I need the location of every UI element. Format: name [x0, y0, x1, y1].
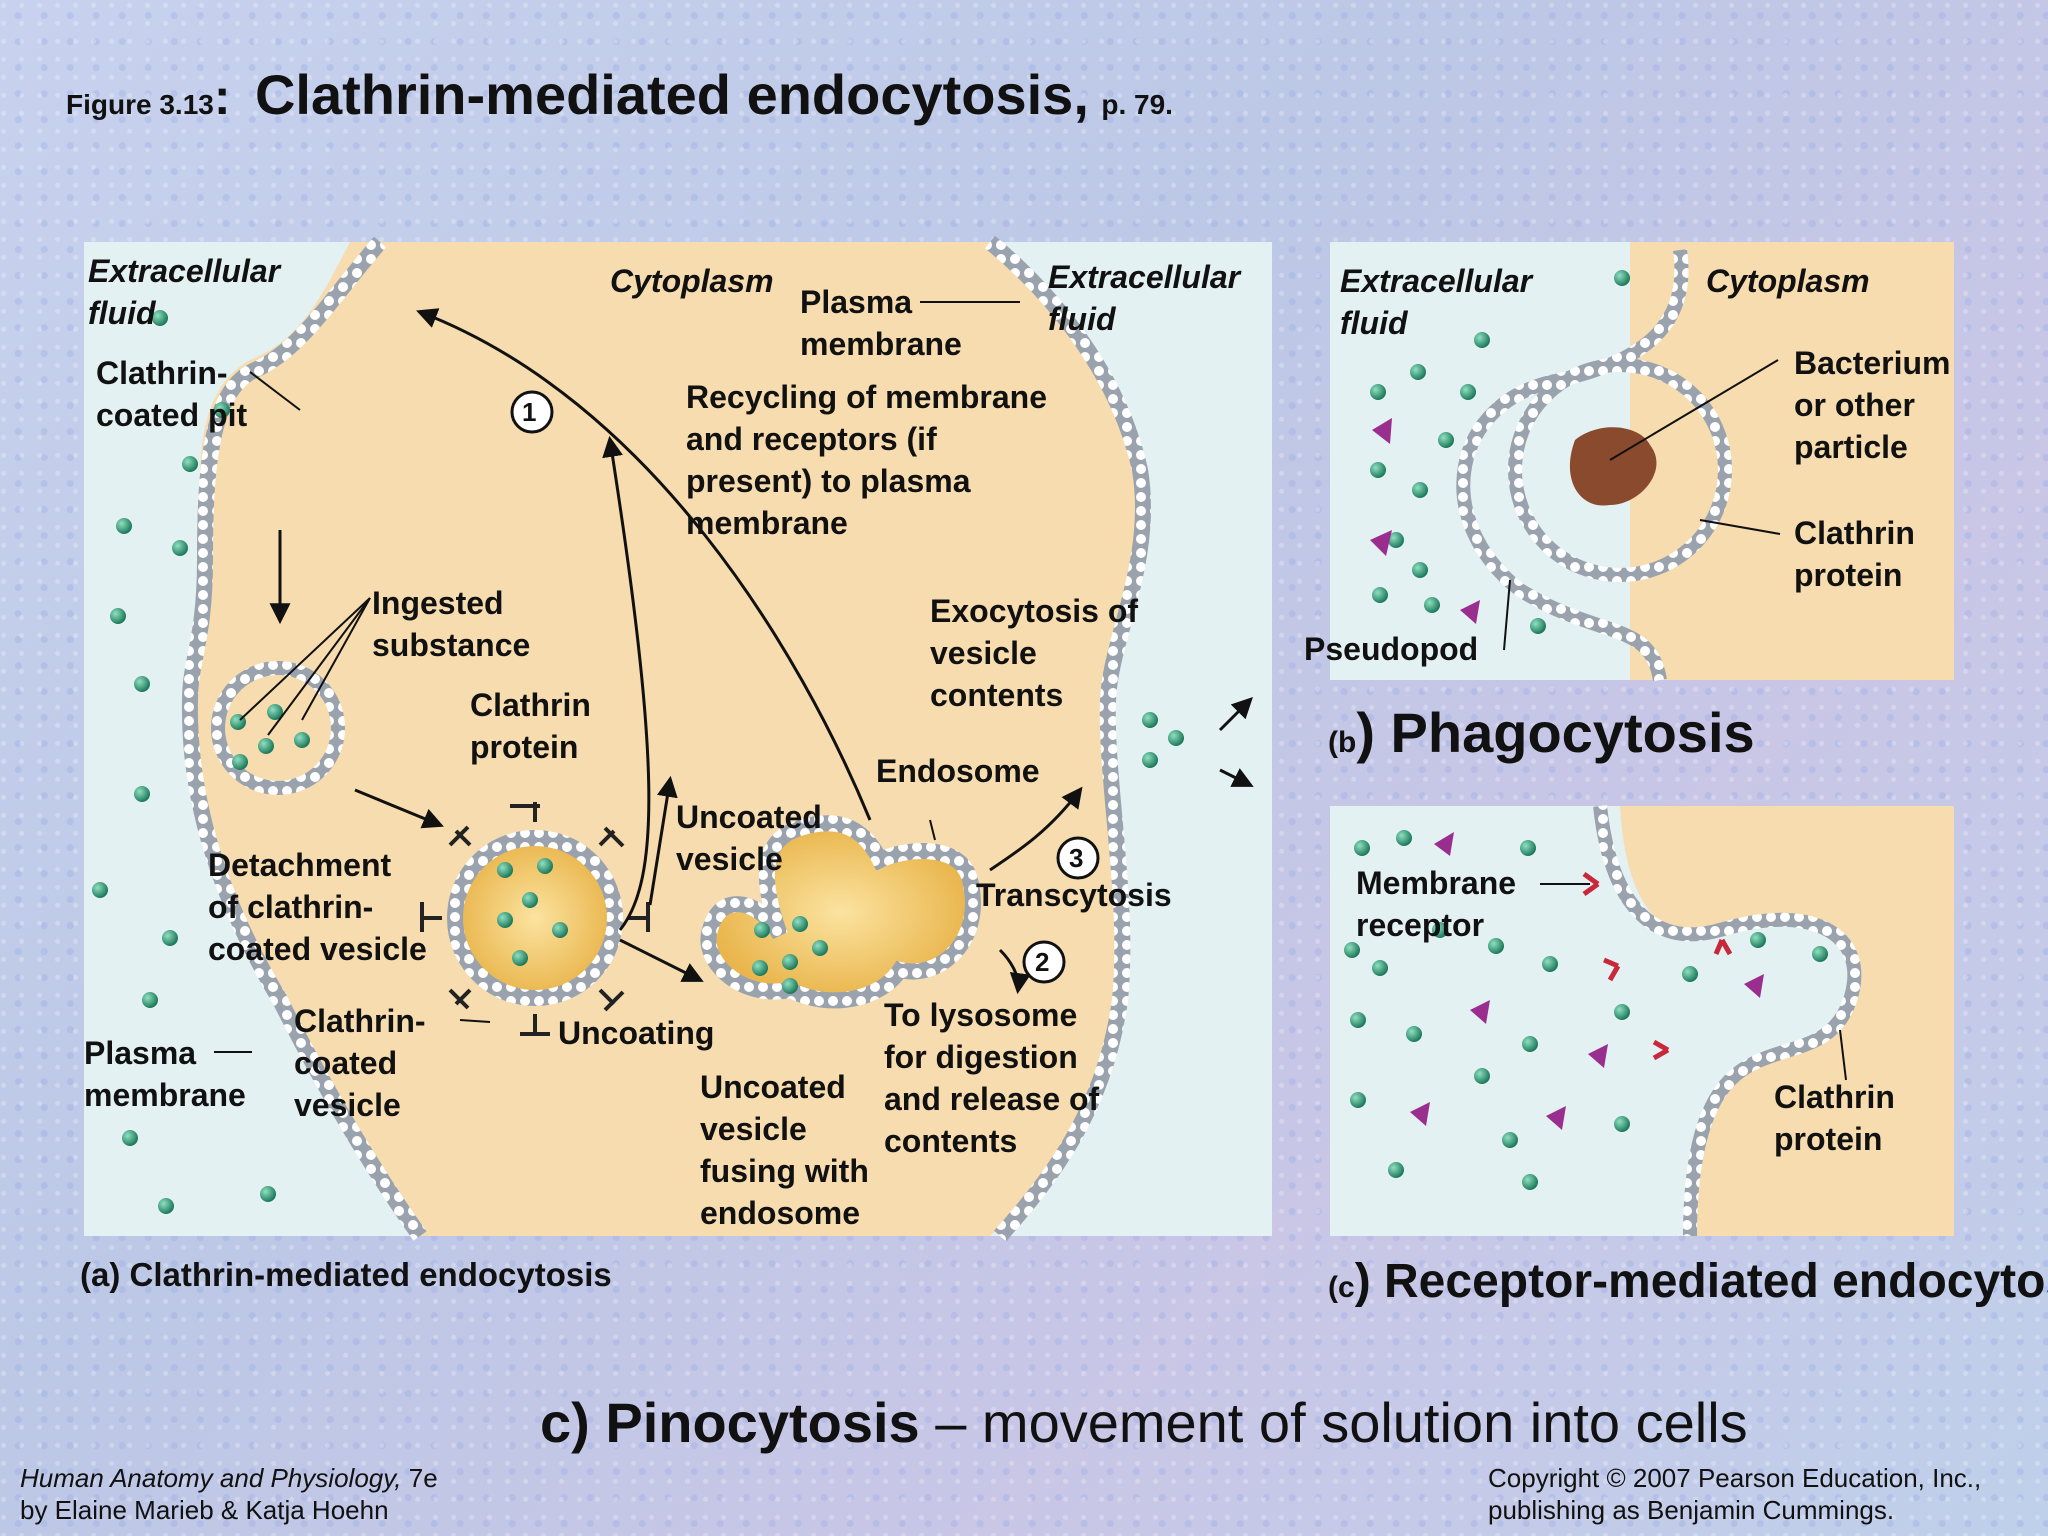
label-pseudopod: Pseudopod: [1304, 631, 1479, 667]
pinocytosis-heading-rest: – movement of solution into cells: [919, 1391, 1748, 1454]
footer-copyright-line1: Copyright © 2007 Pearson Education, Inc.…: [1488, 1463, 1982, 1493]
figure-number: Figure 3.13: [66, 89, 214, 120]
label-cytoplasm-a: Cytoplasm: [610, 263, 774, 299]
panel-c-graphic: [1330, 805, 1954, 1237]
label-exocytosis: Exocytosis of vesicle contents: [930, 593, 1139, 713]
label-clathrin-protein-b: Clathrin protein: [1794, 515, 1915, 593]
caption-panel-c-text: ) Receptor-mediated endocytosis: [1354, 1255, 2048, 1308]
pinocytosis-heading: c) Pinocytosis – movement of solution in…: [540, 1390, 1748, 1455]
footer-book-title: Human Anatomy and Physiology,: [20, 1463, 402, 1493]
label-bacterium: Bacterium or other particle: [1794, 345, 1951, 465]
label-clathrin-protein-a: Clathrin protein: [470, 687, 591, 765]
title-colon: :: [213, 69, 231, 125]
step-2-number: 2: [1035, 947, 1050, 977]
pinocytosis-heading-bold: c) Pinocytosis: [540, 1391, 920, 1454]
title-page: p. 79.: [1101, 89, 1173, 120]
label-cytoplasm-b: Cytoplasm: [1706, 263, 1870, 299]
caption-panel-a: (a) Clathrin-mediated endocytosis: [80, 1256, 612, 1293]
caption-panel-b-text: ) Phagocytosis: [1356, 701, 1755, 764]
label-lysosome: To lysosome for digestion and release of…: [884, 997, 1100, 1159]
caption-panel-c: (c) Receptor-mediated endocytosis: [1328, 1254, 2048, 1309]
step-3-number: 3: [1069, 843, 1084, 873]
caption-panel-b-letter: (b: [1328, 726, 1357, 759]
title-main: Clathrin-mediated endocytosis,: [254, 63, 1089, 126]
label-recycling: Recycling of membrane and receptors (if …: [686, 379, 1047, 541]
label-transcytosis: Transcytosis: [976, 877, 1172, 913]
caption-panel-c-letter: (c: [1328, 1271, 1355, 1304]
footer-copyright: Copyright © 2007 Pearson Education, Inc.…: [1488, 1462, 1981, 1526]
label-plasma-membrane-top: Plasma membrane: [800, 284, 962, 362]
label-clathrin-protein-c: Clathrin protein: [1774, 1079, 1895, 1157]
footer-edition: 7e: [401, 1463, 438, 1493]
caption-panel-b: (b) Phagocytosis: [1328, 700, 1755, 765]
step-1-number: 1: [522, 397, 537, 427]
label-uncoated-vesicle: Uncoated vesicle: [676, 799, 822, 877]
label-detachment: Detachment of clathrin-coated vesicle: [208, 847, 427, 967]
label-clathrin-coated-pit: Clathrin-coated pit: [96, 355, 248, 433]
label-extracellular-fluid-right: Extracellular fluid: [1048, 259, 1241, 337]
label-clathrin-coated-vesicle: Clathrin-coated vesicle: [294, 1003, 426, 1123]
label-uncoated-fusing: Uncoated vesicle fusing with endosome: [700, 1069, 869, 1231]
label-ingested-substance: Ingested substance: [372, 585, 531, 663]
panel-b-graphic: [1330, 242, 1954, 682]
figure-title: Figure 3.13: Clathrin-mediated endocytos…: [66, 62, 1173, 127]
label-plasma-membrane-bottom: Plasma membrane: [84, 1035, 246, 1113]
label-endosome: Endosome: [876, 753, 1040, 789]
footer-authors: by Elaine Marieb & Katja Hoehn: [20, 1495, 389, 1525]
footer-book: Human Anatomy and Physiology, 7e by Elai…: [20, 1462, 438, 1526]
label-uncoating: Uncoating: [558, 1015, 715, 1051]
label-membrane-receptor: Membrane receptor: [1356, 865, 1517, 943]
footer-copyright-line2: publishing as Benjamin Cummings.: [1488, 1495, 1895, 1525]
label-extracellular-fluid-b: Extracellular fluid: [1340, 263, 1533, 341]
label-extracellular-fluid-left: Extracellular fluid: [88, 253, 281, 331]
panel-a-graphic: [84, 235, 1272, 1242]
